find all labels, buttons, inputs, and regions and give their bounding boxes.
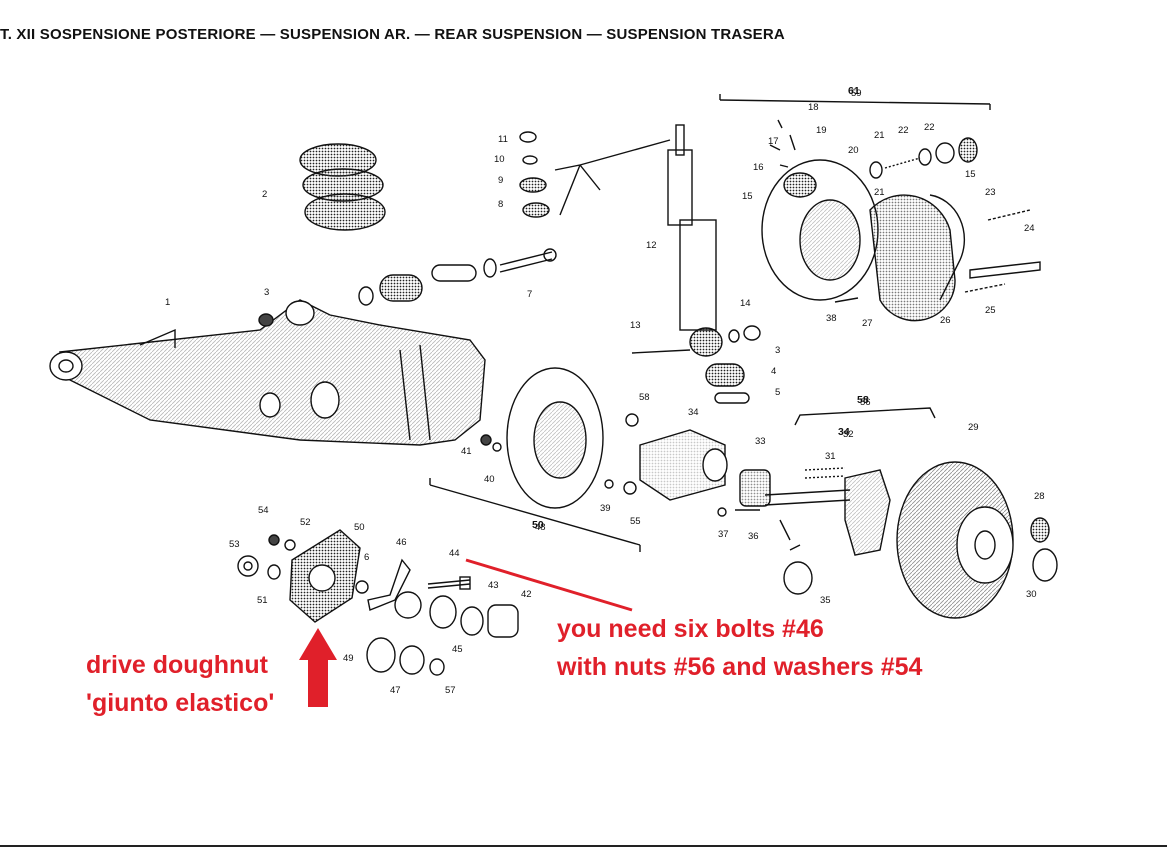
bolts-annotation: you need six bolts #46 with nuts #56 and… bbox=[557, 610, 922, 686]
part-label-15: 15 bbox=[742, 191, 753, 202]
part-label-8: 8 bbox=[498, 199, 503, 210]
part-label-16: 16 bbox=[753, 162, 764, 173]
part-label-3: 3 bbox=[264, 287, 269, 298]
part-label-34: 34 bbox=[688, 407, 699, 418]
part-label-7: 7 bbox=[527, 289, 532, 300]
part-label-45: 45 bbox=[452, 644, 463, 655]
drive-doughnut-line2: 'giunto elastico' bbox=[86, 689, 275, 717]
part-label-41: 41 bbox=[461, 446, 472, 457]
group-label-58: 58 bbox=[857, 394, 869, 406]
part-label-19: 19 bbox=[816, 125, 827, 136]
group-label-61: 61 bbox=[848, 85, 860, 97]
part-label-4: 4 bbox=[771, 366, 776, 377]
part-label-42: 42 bbox=[521, 589, 532, 600]
part-label-6: 6 bbox=[364, 552, 369, 563]
part-label-1: 1 bbox=[165, 297, 170, 308]
bolts-line2: with nuts #56 and washers #54 bbox=[557, 653, 923, 681]
page-title: T. XII SOSPENSIONE POSTERIORE — SUSPENSI… bbox=[0, 26, 785, 43]
part-label-43: 43 bbox=[488, 580, 499, 591]
part-label-12: 12 bbox=[646, 240, 657, 251]
part-label-32: 32 bbox=[843, 429, 854, 440]
part-label-28: 28 bbox=[1034, 491, 1045, 502]
bottom-rule bbox=[0, 845, 1167, 847]
part-label-22: 22 bbox=[924, 122, 935, 133]
axle-drum-drawing bbox=[717, 407, 1058, 619]
brake-assembly-drawing bbox=[719, 94, 1041, 322]
part-label-21: 21 bbox=[874, 187, 885, 198]
part-label-14: 14 bbox=[740, 298, 751, 309]
up-arrow-icon bbox=[299, 628, 337, 707]
part-label-9: 9 bbox=[498, 175, 503, 186]
part-label-57: 57 bbox=[445, 685, 456, 696]
drive-doughnut-annotation: drive doughnut 'giunto elastico' bbox=[86, 646, 274, 722]
part-label-44: 44 bbox=[449, 548, 460, 559]
part-label-10: 10 bbox=[494, 154, 505, 165]
part-label-22: 22 bbox=[898, 125, 909, 136]
part-label-36: 36 bbox=[748, 531, 759, 542]
part-label-59: 59 bbox=[851, 88, 862, 99]
part-label-31: 31 bbox=[825, 451, 836, 462]
drive-doughnut-line1: drive doughnut bbox=[86, 651, 268, 679]
part-label-54: 54 bbox=[258, 505, 269, 516]
part-label-51: 51 bbox=[257, 595, 268, 606]
pivot-bush-drawing bbox=[258, 248, 557, 327]
part-label-50: 50 bbox=[354, 522, 365, 533]
part-label-17: 17 bbox=[768, 136, 779, 147]
part-label-18: 18 bbox=[808, 102, 819, 113]
part-label-37: 37 bbox=[718, 529, 729, 540]
group-label-34: 34 bbox=[838, 426, 850, 438]
part-label-5: 5 bbox=[775, 387, 780, 398]
part-label-56: 56 bbox=[860, 397, 871, 408]
part-label-47: 47 bbox=[390, 685, 401, 696]
part-label-33: 33 bbox=[755, 436, 766, 447]
backing-plate-drawing bbox=[429, 367, 771, 552]
part-label-25: 25 bbox=[985, 305, 996, 316]
part-label-53: 53 bbox=[229, 539, 240, 550]
trailing-arm-drawing bbox=[49, 299, 486, 446]
part-label-30: 30 bbox=[1026, 589, 1037, 600]
drive-doughnut-drawing bbox=[237, 529, 519, 676]
part-label-3: 3 bbox=[775, 345, 780, 356]
part-label-38: 38 bbox=[826, 313, 837, 324]
part-label-46: 46 bbox=[396, 537, 407, 548]
part-label-21: 21 bbox=[874, 130, 885, 141]
part-label-52: 52 bbox=[300, 517, 311, 528]
part-label-40: 40 bbox=[484, 474, 495, 485]
group-label-50: 50 bbox=[532, 519, 544, 531]
part-label-55: 55 bbox=[630, 516, 641, 527]
part-label-35: 35 bbox=[820, 595, 831, 606]
part-label-24: 24 bbox=[1024, 223, 1035, 234]
part-label-49: 49 bbox=[343, 653, 354, 664]
rubber-spring-drawing bbox=[299, 143, 386, 231]
part-label-27: 27 bbox=[862, 318, 873, 329]
annotation-pointer-line bbox=[465, 558, 633, 612]
bolts-line1: you need six bolts #46 bbox=[557, 615, 824, 643]
part-label-11: 11 bbox=[498, 134, 508, 145]
part-label-39: 39 bbox=[600, 503, 611, 514]
shock-absorber-drawing bbox=[519, 124, 761, 404]
part-label-29: 29 bbox=[968, 422, 979, 433]
part-label-15: 15 bbox=[965, 169, 976, 180]
part-label-23: 23 bbox=[985, 187, 996, 198]
part-label-58: 58 bbox=[639, 392, 650, 403]
part-label-2: 2 bbox=[262, 189, 267, 200]
part-label-20: 20 bbox=[848, 145, 859, 156]
part-label-13: 13 bbox=[630, 320, 641, 331]
part-label-48: 48 bbox=[535, 522, 546, 533]
part-label-26: 26 bbox=[940, 315, 951, 326]
